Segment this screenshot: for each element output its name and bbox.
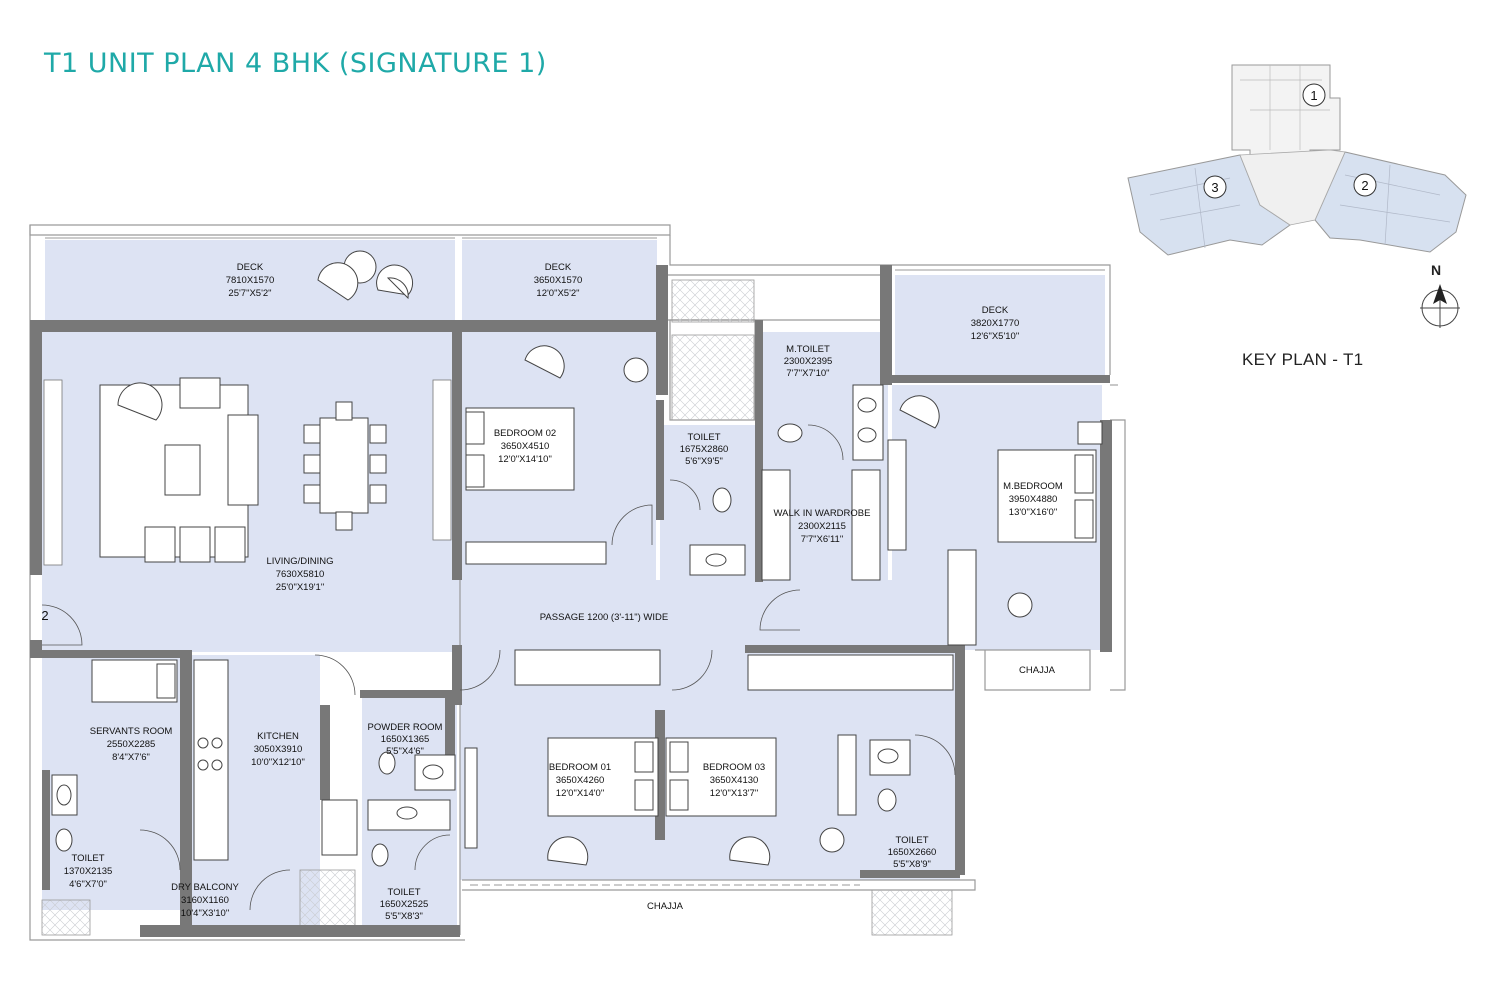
svg-text:10'4"X3'10": 10'4"X3'10": [181, 908, 229, 919]
svg-text:SERVANTS ROOM: SERVANTS ROOM: [90, 726, 173, 737]
svg-text:3650X4510: 3650X4510: [501, 441, 550, 452]
svg-text:12'0"X14'0": 12'0"X14'0": [556, 788, 604, 799]
svg-text:5'5"X8'9": 5'5"X8'9": [893, 859, 931, 870]
room-label-deck-left: DECK 7810X1570 25'7"X5'2": [226, 262, 275, 299]
svg-text:8'4"X7'6": 8'4"X7'6": [112, 752, 150, 763]
key-plan-label: KEY PLAN - T1: [1242, 350, 1364, 369]
svg-text:POWDER ROOM: POWDER ROOM: [368, 722, 443, 733]
svg-text:TOILET: TOILET: [387, 887, 420, 898]
svg-text:12'0"X5'2": 12'0"X5'2": [536, 288, 579, 299]
svg-text:3950X4880: 3950X4880: [1009, 494, 1058, 505]
svg-text:1370X2135: 1370X2135: [64, 866, 113, 877]
svg-text:7810X1570: 7810X1570: [226, 275, 275, 286]
svg-text:25'0"X19'1": 25'0"X19'1": [276, 582, 324, 593]
svg-text:TOILET: TOILET: [687, 432, 720, 443]
svg-text:2550X2285: 2550X2285: [107, 739, 156, 750]
room-label-toilet-bedroom-02: TOILET 1675X2860 5'6"X9'5": [680, 432, 729, 467]
svg-text:10'0"X12'10": 10'0"X12'10": [251, 757, 305, 768]
chajja-right-label: CHAJJA: [1019, 665, 1056, 676]
svg-text:M.TOILET: M.TOILET: [786, 344, 830, 355]
svg-text:12'0"X13'7": 12'0"X13'7": [710, 788, 758, 799]
svg-text:5'6"X9'5": 5'6"X9'5": [685, 456, 723, 467]
svg-text:BEDROOM 03: BEDROOM 03: [703, 762, 765, 773]
svg-text:3050X3910: 3050X3910: [254, 744, 303, 755]
svg-text:KITCHEN: KITCHEN: [257, 731, 299, 742]
svg-text:1650X2660: 1650X2660: [888, 847, 937, 858]
svg-text:LIVING/DINING: LIVING/DINING: [266, 556, 333, 567]
room-label-deck-right: DECK 3820X1770 12'6"X5'10": [971, 305, 1020, 342]
north-arrow-icon: N: [1420, 262, 1460, 328]
svg-text:13'0"X16'0": 13'0"X16'0": [1009, 507, 1057, 518]
key-plan: 1 2 3: [1127, 64, 1467, 256]
doors: [41, 424, 956, 911]
svg-text:1675X2860: 1675X2860: [680, 444, 729, 455]
svg-text:DECK: DECK: [982, 305, 1009, 316]
svg-text:5'5"X8'3": 5'5"X8'3": [385, 911, 423, 922]
svg-text:TOILET: TOILET: [71, 853, 104, 864]
svg-text:3650X4260: 3650X4260: [556, 775, 605, 786]
furniture: [51, 250, 1103, 867]
svg-text:TOILET: TOILET: [895, 835, 928, 846]
page-title: T1 UNIT PLAN 4 BHK (SIGNATURE 1): [44, 48, 547, 79]
svg-text:1650X1365: 1650X1365: [381, 734, 430, 745]
room-label-bedroom-01: BEDROOM 01 3650X4260 12'0"X14'0": [549, 762, 611, 799]
svg-text:BEDROOM 01: BEDROOM 01: [549, 762, 611, 773]
room-label-bedroom-03: BEDROOM 03 3650X4130 12'0"X13'7": [703, 762, 765, 799]
svg-text:3650X1570: 3650X1570: [534, 275, 583, 286]
svg-text:7630X5810: 7630X5810: [276, 569, 325, 580]
room-label-deck-mid: DECK 3650X1570 12'0"X5'2": [534, 262, 583, 299]
svg-text:2300X2115: 2300X2115: [798, 521, 846, 532]
svg-text:M.BEDROOM: M.BEDROOM: [1003, 481, 1063, 492]
room-label-bedroom-02: BEDROOM 02 3650X4510 12'0"X14'10": [494, 428, 556, 465]
room-label-toilet-servants: TOILET 1370X2135 4'6"X7'0": [64, 853, 113, 890]
thick-walls: [30, 265, 1112, 937]
room-label-powder-room: POWDER ROOM 1650X1365 5'5"X4'6": [368, 722, 443, 757]
railings: [43, 237, 1118, 936]
svg-text:3650X4130: 3650X4130: [710, 775, 759, 786]
key-plan-unit-3-label: 3: [1211, 180, 1218, 195]
svg-text:5'5"X4'6": 5'5"X4'6": [386, 746, 424, 757]
svg-text:25'7"X5'2": 25'7"X5'2": [228, 288, 271, 299]
svg-text:DRY BALCONY: DRY BALCONY: [171, 882, 239, 893]
room-label-kitchen: KITCHEN 3050X3910 10'0"X12'10": [251, 731, 305, 768]
room-label-m-toilet: M.TOILET 2300X2395 7'7"X7'10": [784, 344, 833, 379]
svg-text:12'0"X14'10": 12'0"X14'10": [498, 454, 552, 465]
svg-text:3820X1770: 3820X1770: [971, 318, 1020, 329]
room-label-toilet-bedroom-03: TOILET 1650X2660 5'5"X8'9": [888, 835, 937, 870]
key-plan-unit-1-label: 1: [1310, 88, 1317, 103]
room-label-servants-room: SERVANTS ROOM 2550X2285 8'4"X7'6": [90, 726, 173, 763]
chajja-bottom-label: CHAJJA: [647, 901, 684, 912]
svg-text:2300X2395: 2300X2395: [784, 356, 833, 367]
svg-text:7'7"X6'11": 7'7"X6'11": [801, 534, 843, 545]
svg-text:12'6"X5'10": 12'6"X5'10": [971, 331, 1019, 342]
north-label: N: [1431, 262, 1441, 278]
svg-text:WALK IN WARDROBE: WALK IN WARDROBE: [774, 508, 871, 519]
room-label-dry-balcony: DRY BALCONY 3160X1160 10'4"X3'10": [171, 882, 239, 919]
svg-text:4'6"X7'0": 4'6"X7'0": [69, 879, 107, 890]
room-label-toilet-kitchen: TOILET 1650X2525 5'5"X8'3": [380, 887, 429, 922]
svg-text:BEDROOM 02: BEDROOM 02: [494, 428, 556, 439]
room-label-walk-in-wardrobe: WALK IN WARDROBE 2300X2115 7'7"X6'11": [774, 508, 871, 545]
room-label-m-bedroom: M.BEDROOM 3950X4880 13'0"X16'0": [1003, 481, 1063, 518]
passage-label: PASSAGE 1200 (3'-11") WIDE: [540, 612, 668, 623]
key-plan-unit-2: [1314, 151, 1467, 253]
shafts: [41, 279, 953, 936]
svg-text:DECK: DECK: [545, 262, 572, 273]
entry-marker: 2: [41, 608, 48, 623]
room-label-living-dining: LIVING/DINING 7630X5810 25'0"X19'1": [266, 556, 333, 593]
svg-text:DECK: DECK: [237, 262, 264, 273]
svg-text:7'7"X7'10": 7'7"X7'10": [786, 368, 829, 379]
key-plan-unit-2-label: 2: [1361, 178, 1368, 193]
svg-text:1650X2525: 1650X2525: [380, 899, 429, 910]
svg-text:3160X1160: 3160X1160: [181, 895, 229, 906]
